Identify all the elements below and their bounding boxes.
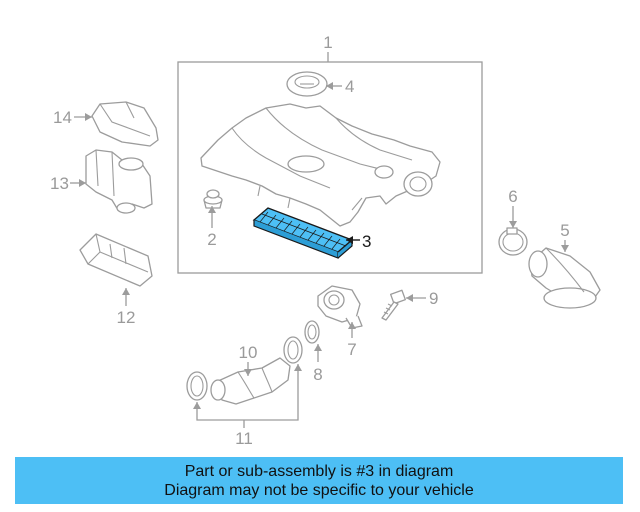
- callout-10[interactable]: 10: [239, 343, 258, 362]
- banner-line-part: Part or sub-assembly is #3 in diagram: [184, 462, 454, 480]
- callout-12[interactable]: 12: [117, 308, 136, 327]
- part-resonator[interactable]: [85, 149, 153, 214]
- part-o-ring[interactable]: [304, 320, 320, 344]
- part-grommet[interactable]: [203, 189, 223, 209]
- callout-5[interactable]: 5: [560, 221, 569, 240]
- part-engine-cover[interactable]: [200, 103, 441, 227]
- part-intake-hose[interactable]: [528, 247, 601, 309]
- callout-6[interactable]: 6: [508, 187, 517, 206]
- callout-11[interactable]: 11: [235, 429, 253, 448]
- callout-14[interactable]: 14: [53, 108, 72, 127]
- part-emblem[interactable]: [286, 71, 328, 97]
- callout-13[interactable]: 13: [50, 174, 69, 193]
- part-cover-14[interactable]: [91, 101, 159, 147]
- callout-4[interactable]: 4: [345, 77, 354, 96]
- banner-line-disclaimer: Diagram may not be specific to your vehi…: [164, 481, 474, 499]
- part-hose-clamp-upper[interactable]: [283, 336, 303, 364]
- callout-labels: 1 2 3 4 5 6 7 8 9 10 11 12 13 14: [50, 33, 570, 448]
- callout-7[interactable]: 7: [347, 340, 356, 359]
- callout-3[interactable]: 3: [362, 232, 371, 251]
- group-box: [177, 61, 483, 274]
- part-intake-duct[interactable]: [210, 357, 291, 405]
- part-bolt[interactable]: [381, 289, 406, 321]
- callout-2[interactable]: 2: [207, 230, 216, 249]
- part-hose-clamp-6[interactable]: [498, 227, 528, 256]
- info-banner: Part or sub-assembly is #3 in diagram Di…: [15, 457, 623, 504]
- arrowheads: [79, 82, 569, 409]
- callout-8[interactable]: 8: [313, 365, 322, 384]
- callout-9[interactable]: 9: [429, 289, 438, 308]
- part-air-guide[interactable]: [79, 233, 153, 287]
- callout-1[interactable]: 1: [323, 33, 332, 52]
- part-hose-clamp-lower[interactable]: [186, 371, 208, 401]
- part-air-filter[interactable]: [252, 207, 354, 259]
- part-air-flow-meter[interactable]: [317, 285, 363, 329]
